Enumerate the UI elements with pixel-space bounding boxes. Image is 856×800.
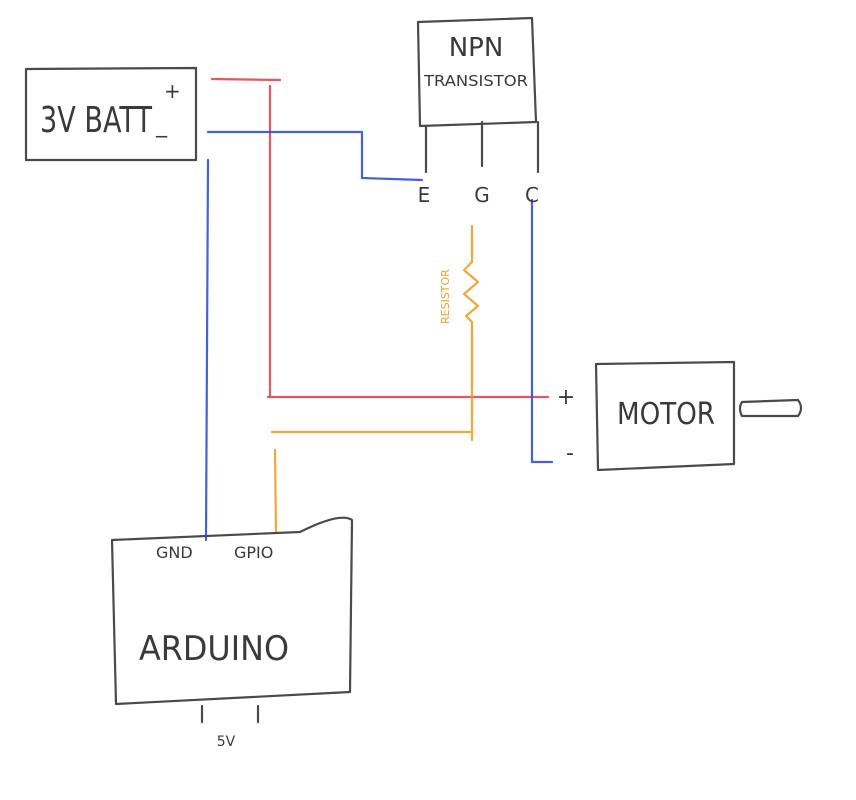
battery-plus-symbol: + [164,79,181,103]
arduino: GND GPIO ARDUINO 5V [110,516,354,750]
gate-pin-label: G [474,183,490,207]
battery-outline [24,66,198,162]
motor: MOTOR + - [557,360,803,472]
transistor-label-line2: TRANSISTOR [423,72,528,90]
arduino-outline [110,516,354,706]
motor-shaft [738,398,803,418]
arduino-5v-label: 5V [217,734,236,750]
gpio-vertical-wire [273,448,278,534]
battery-positive-wire [210,77,282,82]
motor-minus-symbol: - [566,441,574,466]
npn-transistor: NPN TRANSISTOR E G C [416,16,540,207]
arduino-gnd-label: GND [156,543,193,562]
arduino-label: ARDUINO [139,629,289,669]
motor-outline [594,360,736,472]
ground-to-arduino-wire [204,158,210,542]
signal-wires [270,224,480,534]
resistor-zigzag [462,260,480,324]
ground-wires [204,130,554,542]
battery-label: 3V BATT [40,100,153,141]
collector-to-motor-wire [530,198,554,464]
arduino-gpio-label: GPIO [234,543,273,562]
transistor-label-line1: NPN [449,33,504,63]
battery-negative-wire [206,130,424,182]
motor-label: MOTOR [617,397,715,432]
positive-wires [210,77,550,399]
battery-minus-symbol: _ [155,113,168,138]
collector-pin-label: C [525,183,539,207]
emitter-pin-label: E [418,183,431,207]
motor-plus-symbol: + [557,385,575,410]
transistor-outline [416,16,538,128]
battery: 3V BATT + _ [24,66,198,162]
resistor: RESISTOR [439,269,452,324]
resistor-label: RESISTOR [439,269,452,324]
